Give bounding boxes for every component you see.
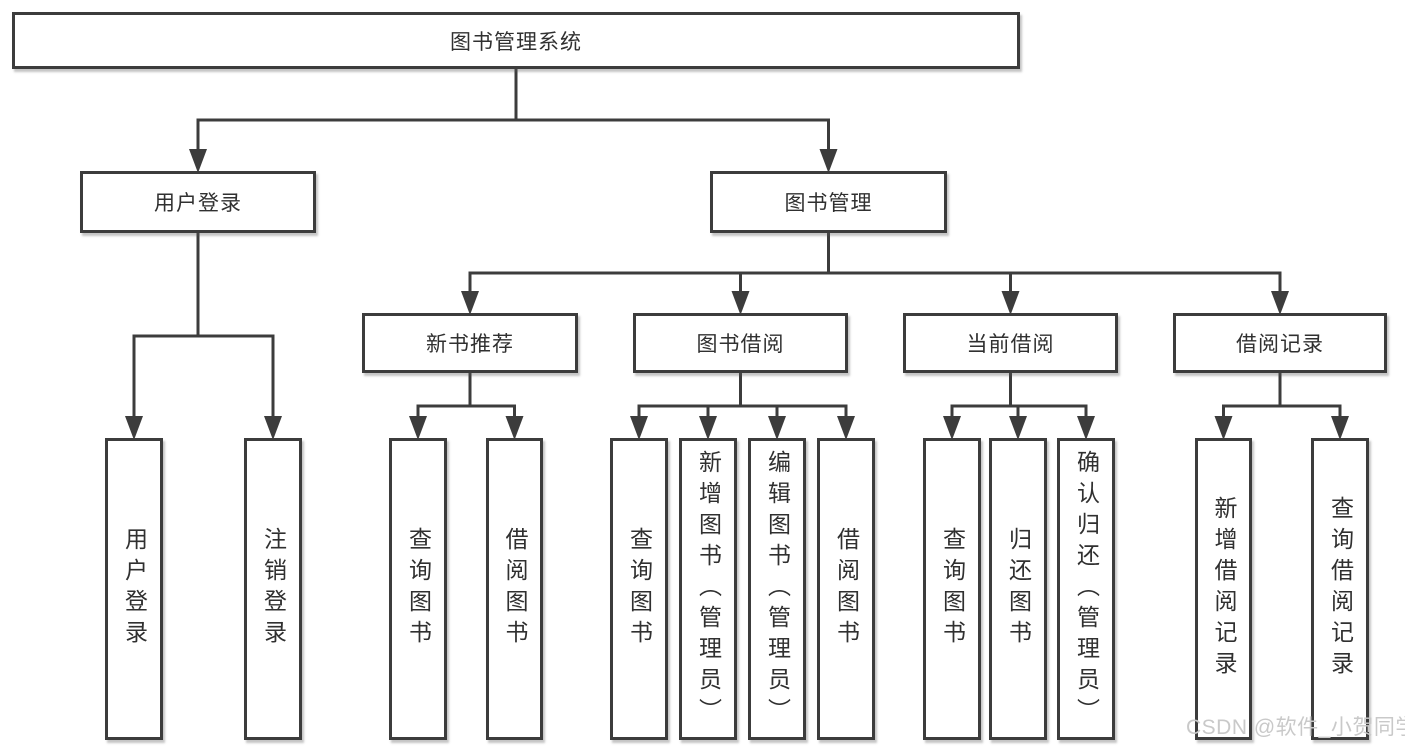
node-label-v-user-login: 用户登录 — [121, 527, 148, 651]
node-v-query-book-2: 查询图书 — [610, 438, 668, 740]
arrowhead-book-borrow-v-borrow-book-2 — [837, 416, 855, 440]
node-v-query-book-3: 查询图书 — [923, 438, 981, 740]
node-v-query-borrow-record: 查询借阅记录 — [1311, 438, 1369, 740]
arrowhead-book-management-borrow-records — [1271, 291, 1289, 315]
node-label-v-query-book-1: 查询图书 — [405, 527, 432, 651]
arrowhead-book-borrow-v-add-book — [699, 416, 717, 440]
arrowhead-user-login-v-logout — [264, 416, 282, 440]
node-label-book-management: 图书管理 — [784, 192, 873, 215]
node-label-v-borrow-book-1: 借阅图书 — [502, 527, 528, 651]
node-label-current-borrow: 当前借阅 — [966, 333, 1055, 356]
arrowhead-book-management-book-borrow — [731, 291, 750, 315]
arrowhead-current-borrow-v-query-book-3 — [943, 416, 961, 440]
node-label-root: 图书管理系统 — [450, 30, 582, 54]
node-v-borrow-book-1: 借阅图书 — [486, 438, 543, 740]
node-current-borrow: 当前借阅 — [903, 313, 1118, 373]
arrowhead-book-borrow-v-edit-book — [768, 416, 786, 440]
node-v-add-borrow-record: 新增借阅记录 — [1195, 438, 1252, 740]
node-user-login: 用户登录 — [80, 171, 316, 233]
node-label-v-query-borrow-record: 查询借阅记录 — [1327, 496, 1354, 682]
node-label-v-add-book: 新增图书（管理员） — [695, 449, 722, 729]
node-v-borrow-book-2: 借阅图书 — [817, 438, 875, 740]
node-root: 图书管理系统 — [12, 12, 1020, 69]
node-v-add-book: 新增图书（管理员） — [679, 438, 737, 740]
watermark: CSDN @软件_小贺同学 — [1186, 716, 1405, 739]
arrowhead-new-book-recommend-v-borrow-book-1 — [505, 416, 524, 440]
node-v-confirm-return: 确认归还（管理员） — [1057, 438, 1115, 740]
node-book-management: 图书管理 — [710, 171, 947, 233]
node-v-edit-book: 编辑图书（管理员） — [748, 438, 806, 740]
node-label-v-query-book-2: 查询图书 — [626, 527, 653, 651]
node-book-borrow: 图书借阅 — [633, 313, 848, 373]
node-label-v-logout: 注销登录 — [260, 527, 287, 651]
node-v-return-book: 归还图书 — [989, 438, 1047, 740]
arrowhead-book-borrow-v-query-book-2 — [630, 416, 648, 440]
arrowhead-current-borrow-v-confirm-return — [1077, 416, 1095, 440]
node-label-new-book-recommend: 新书推荐 — [426, 333, 514, 356]
node-v-logout: 注销登录 — [244, 438, 302, 740]
node-label-v-query-book-3: 查询图书 — [939, 527, 966, 651]
node-v-user-login: 用户登录 — [105, 438, 163, 740]
node-label-v-confirm-return: 确认归还（管理员） — [1073, 449, 1100, 729]
node-label-v-return-book: 归还图书 — [1005, 527, 1032, 651]
node-new-book-recommend: 新书推荐 — [362, 313, 578, 373]
node-label-book-borrow: 图书借阅 — [696, 333, 785, 356]
arrowhead-book-management-current-borrow — [1001, 291, 1020, 315]
node-label-v-edit-book: 编辑图书（管理员） — [764, 449, 791, 729]
arrowhead-root-user-login — [189, 149, 207, 173]
arrowhead-borrow-records-v-query-borrow-record — [1331, 416, 1349, 440]
arrowhead-borrow-records-v-add-borrow-record — [1214, 416, 1233, 440]
arrowhead-user-login-v-user-login — [125, 416, 143, 440]
arrowhead-root-book-management — [819, 149, 838, 173]
arrowhead-current-borrow-v-return-book — [1009, 416, 1027, 440]
node-label-borrow-records: 借阅记录 — [1236, 333, 1324, 356]
node-label-v-add-borrow-record: 新增借阅记录 — [1211, 496, 1237, 682]
node-borrow-records: 借阅记录 — [1173, 313, 1387, 373]
node-v-query-book-1: 查询图书 — [389, 438, 447, 740]
arrowhead-new-book-recommend-v-query-book-1 — [409, 416, 427, 440]
arrowhead-book-management-new-book-recommend — [461, 291, 479, 315]
node-label-user-login: 用户登录 — [154, 192, 242, 215]
node-label-v-borrow-book-2: 借阅图书 — [833, 527, 860, 651]
